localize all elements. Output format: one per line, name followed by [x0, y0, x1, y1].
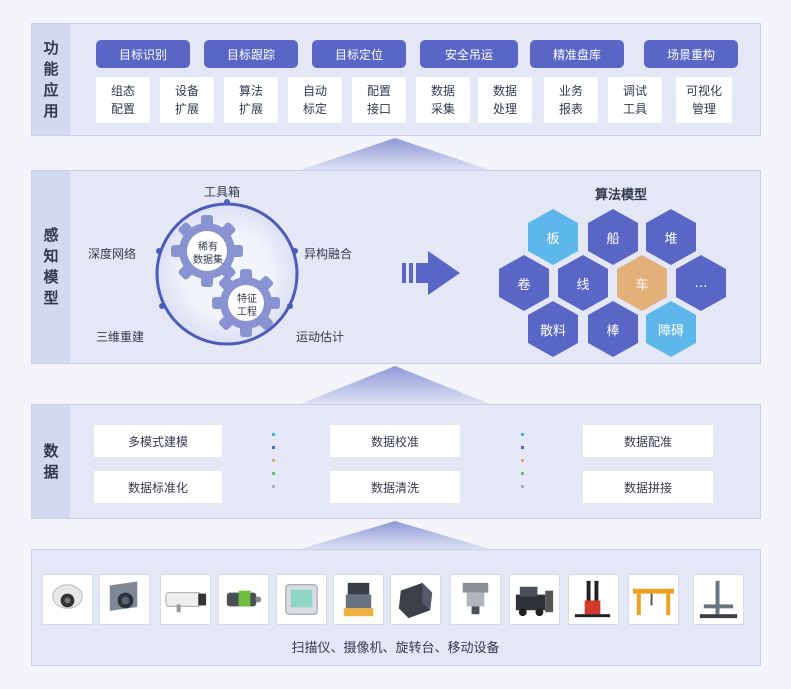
toolbox-label: 工具箱 [204, 185, 241, 199]
model-vehicle[interactable]: 车 [617, 255, 667, 311]
data-standardization[interactable]: 数据标准化 [94, 471, 222, 503]
model-bulk[interactable]: 散料 [528, 301, 578, 357]
divider-dots [521, 433, 525, 498]
card-data-process[interactable]: 数据 处理 [478, 77, 532, 123]
3d-reconstruction-label: 三维重建 [96, 330, 145, 344]
label-char: 感 [43, 226, 59, 244]
card-device-ext[interactable]: 设备 扩展 [160, 77, 214, 123]
box-camera-icon[interactable] [390, 574, 441, 625]
dome-camera-icon[interactable] [42, 574, 93, 625]
data-cleaning[interactable]: 数据清洗 [330, 471, 460, 503]
pill-scene-reconstruction[interactable]: 场景重构 [644, 40, 738, 68]
card-config-api[interactable]: 配置 接口 [352, 77, 406, 123]
pallet-stacker-icon[interactable] [568, 574, 619, 625]
device-caption: 扫描仪、摄像机、旋转台、移动设备 [291, 641, 500, 656]
label-char: 模 [43, 268, 59, 286]
mobile-platform-icon[interactable] [693, 574, 744, 625]
pill-target-recognition[interactable]: 目标识别 [96, 40, 190, 68]
card-debug-tool[interactable]: 调试 工具 [608, 77, 662, 123]
data-stitching[interactable]: 数据拼接 [583, 471, 713, 503]
card-algo-ext[interactable]: 算法 扩展 [224, 77, 278, 123]
deep-network-label: 深度网络 [88, 247, 137, 261]
card-visual-mgmt[interactable]: 可视化 管理 [676, 77, 732, 123]
data-layer: 数 据 多模式建模 数据校准 数据配准 数据标准化 数据清洗 数据拼接 [31, 404, 761, 519]
divider-dots [272, 433, 276, 498]
connector-triangle [300, 366, 490, 404]
rotating-lidar-icon[interactable] [333, 574, 384, 625]
right-arrow-icon [402, 251, 460, 295]
model-more[interactable]: … [676, 255, 726, 311]
perception-layer: 感 知 模 型 [31, 170, 761, 364]
model-coil[interactable]: 卷 [499, 255, 549, 311]
pill-inventory[interactable]: 精准盘库 [530, 40, 624, 68]
card-config[interactable]: 组态 配置 [96, 77, 150, 123]
gantry-crane-icon[interactable] [628, 574, 679, 625]
model-pile[interactable]: 堆 [646, 209, 696, 265]
pill-safe-lifting[interactable]: 安全吊运 [420, 40, 518, 68]
model-ship[interactable]: 船 [588, 209, 638, 265]
gear-large-label: 稀有 数据集 [193, 242, 223, 266]
toolbox-circle [155, 199, 299, 346]
label-char: 功 [43, 38, 59, 57]
gear-small-label: 特征 工程 [237, 294, 257, 318]
label-char: 能 [43, 59, 59, 78]
lidar-module-icon[interactable] [276, 574, 327, 625]
model-obstacle[interactable]: 障碍 [646, 301, 696, 357]
data-calibration[interactable]: 数据校准 [330, 425, 460, 457]
motion-estimation-label: 运动估计 [296, 330, 345, 344]
card-auto-calib[interactable]: 自动 标定 [288, 77, 342, 123]
application-layer-label: 功 能 应 用 [32, 24, 70, 135]
label-char: 知 [43, 247, 59, 265]
data-multimode-modeling[interactable]: 多模式建模 [94, 425, 222, 457]
pill-target-tracking[interactable]: 目标跟踪 [204, 40, 298, 68]
application-layer: 功 能 应 用 目标识别 目标跟踪 目标定位 安全吊运 精准盘库 场景重构 组态… [31, 23, 761, 136]
connector-triangle [300, 521, 490, 549]
label-char: 型 [43, 289, 59, 307]
label-char: 应 [43, 80, 59, 99]
data-layer-label: 数 据 [32, 405, 70, 518]
forklift-robot-icon[interactable] [509, 574, 560, 625]
models-title: 算法模型 [595, 188, 648, 203]
label-char: 据 [43, 462, 59, 481]
laser-sensor-icon[interactable] [218, 574, 269, 625]
industrial-camera-icon[interactable] [99, 574, 150, 625]
data-registration[interactable]: 数据配准 [583, 425, 713, 457]
hetero-fusion-label: 异构融合 [304, 247, 353, 261]
model-board[interactable]: 板 [528, 209, 578, 265]
card-report[interactable]: 业务 报表 [544, 77, 598, 123]
label-char: 用 [43, 101, 59, 120]
pill-target-positioning[interactable]: 目标定位 [312, 40, 406, 68]
gear-small-icon [212, 269, 280, 337]
gear-large-icon [171, 215, 243, 287]
card-data-collect[interactable]: 数据 采集 [416, 77, 470, 123]
label-char: 数 [43, 441, 59, 460]
turntable-scanner-icon[interactable] [450, 574, 501, 625]
model-wire[interactable]: 线 [558, 255, 608, 311]
model-bar[interactable]: 棒 [588, 301, 638, 357]
bullet-camera-icon[interactable] [160, 574, 211, 625]
connector-triangle [300, 138, 490, 170]
perception-layer-label: 感 知 模 型 [32, 171, 70, 363]
